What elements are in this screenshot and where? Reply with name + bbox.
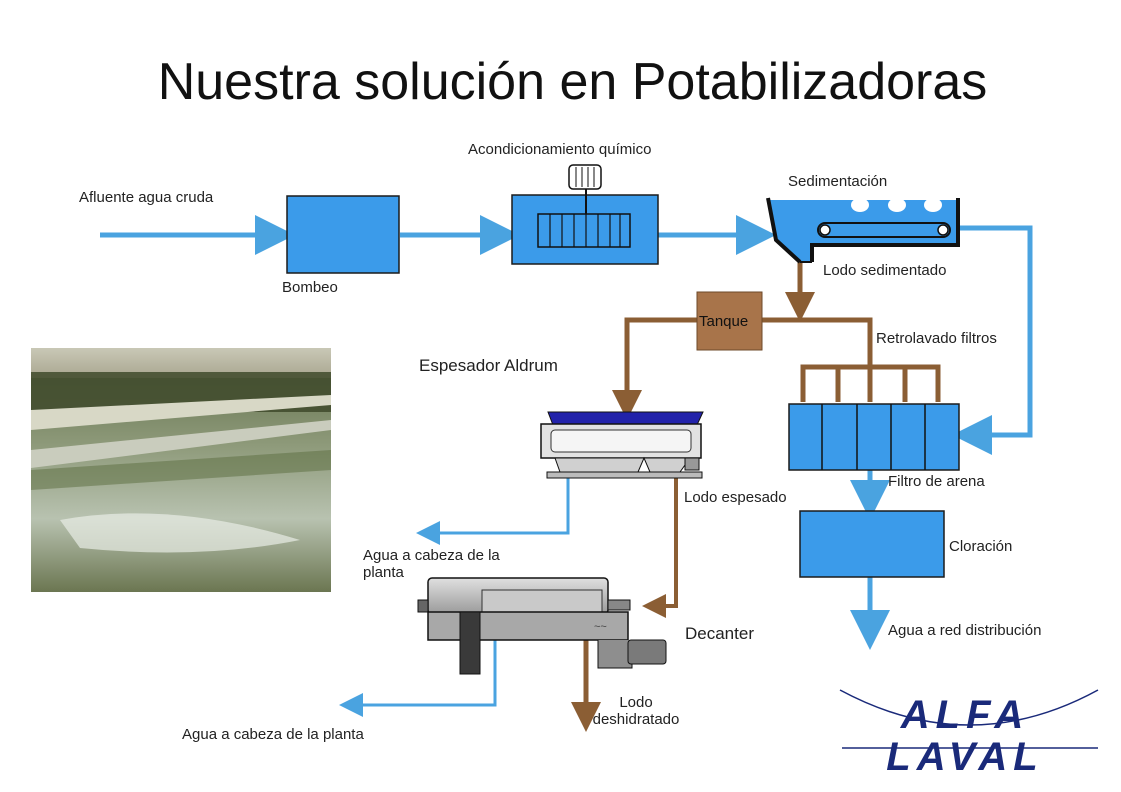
flow-sedimentacion-to-filtro	[952, 225, 1033, 455]
acondicionamiento-unit	[511, 164, 659, 265]
label-agua-cabeza-2: Agua a cabeza de la planta	[182, 726, 364, 743]
label-agua-cabeza-1: Agua a cabeza de la planta	[363, 547, 500, 582]
flow-tanque-to-espesador	[612, 317, 697, 420]
flow-espesador-to-cabeza	[416, 470, 570, 545]
scraper-belt-icon	[817, 222, 951, 238]
label-acondicionamiento: Acondicionamiento químico	[468, 141, 652, 158]
label-cloracion: Cloración	[949, 538, 1013, 555]
filtro-arena-unit	[788, 403, 960, 471]
label-espesador: Espesador Aldrum	[419, 356, 558, 375]
espesador-aldrum-unit	[540, 411, 704, 479]
svg-text:LAVAL: LAVAL	[886, 735, 1043, 779]
tanque-unit	[696, 291, 763, 351]
mixer-motor-icon	[568, 164, 602, 190]
flow-lodo-espesado-to-decanter	[642, 465, 678, 618]
sedimentacion-unit	[766, 197, 960, 264]
page-title: Nuestra solución en Potabilizadoras	[157, 53, 988, 111]
flow-decanter-to-cabeza	[339, 638, 497, 717]
label-afluente: Afluente agua cruda	[79, 189, 214, 206]
label-bombeo: Bombeo	[282, 279, 338, 296]
label-tanque: Tanque	[699, 313, 749, 330]
label-sedimentacion: Sedimentación	[788, 173, 888, 190]
cloracion-unit	[799, 510, 945, 578]
logo-wordmark: ALFA	[900, 693, 1029, 737]
filter-manifold	[800, 364, 941, 402]
decanter-unit: ~~	[417, 577, 667, 675]
alfa-laval-logo: ALFA LAVAL	[839, 689, 1099, 779]
svg-text:~~: ~~	[594, 621, 607, 633]
label-decanter: Decanter	[685, 624, 754, 643]
label-agua-red: Agua a red distribución	[888, 622, 1042, 639]
flow-retrolavado-to-tanque	[762, 317, 873, 402]
label-lodo-deshidratado: Lodo deshidratado	[592, 694, 680, 729]
label-lodo-espesado: Lodo espesado	[684, 489, 787, 506]
plant-photo	[31, 348, 331, 592]
label-lodo-sedimentado: Lodo sedimentado	[823, 262, 947, 279]
label-filtro-arena: Filtro de arena	[888, 473, 985, 490]
label-retrolavado: Retrolavado filtros	[876, 330, 997, 347]
bombeo-unit	[286, 195, 400, 274]
